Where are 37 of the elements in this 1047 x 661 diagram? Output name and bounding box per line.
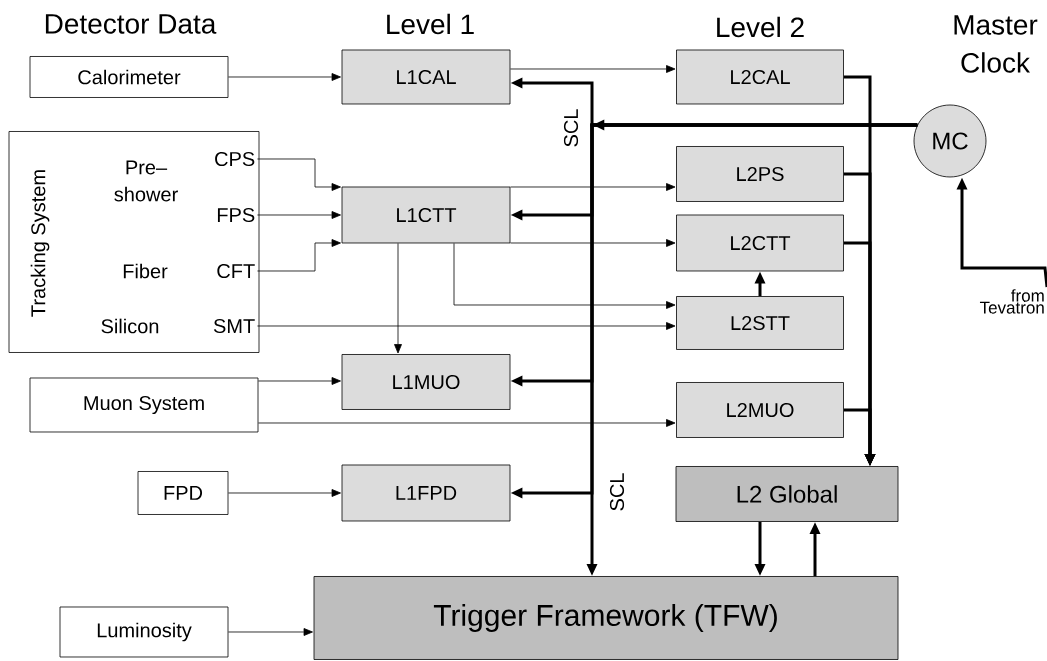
channel-label: FPS (217, 207, 255, 223)
bus-label: SCL (609, 473, 625, 511)
trigger-box: L2MUO (676, 382, 844, 438)
arrow (257, 158, 341, 191)
trigger-box: L1CTT (341, 186, 511, 244)
trigger-box: L1FPD (341, 464, 511, 522)
detector-box: FPD (137, 471, 229, 515)
trigger-box: L1CAL (341, 49, 511, 105)
detector-box: Calorimeter (29, 56, 229, 98)
arrow (258, 377, 341, 385)
source-label: from Tevatron (979, 289, 1044, 314)
arrow (228, 489, 341, 497)
arrow (257, 239, 341, 272)
global-box: L2 Global (675, 466, 899, 522)
arrow (510, 239, 676, 247)
arrow (228, 73, 341, 81)
arrow (510, 65, 676, 73)
arrow (394, 243, 402, 354)
channel-label: CFT (217, 263, 255, 279)
arrow (453, 243, 676, 309)
channel-label: SMT (213, 318, 255, 334)
arrow (257, 211, 341, 219)
trigger-box: L1MUO (341, 354, 511, 410)
bus-label: SCL (563, 109, 579, 147)
channel-label: CPS (215, 151, 255, 167)
column-heading: Master Clock (954, 15, 1038, 73)
arrow (257, 322, 676, 330)
framework-box: Trigger Framework (TFW) (313, 576, 899, 660)
trigger-box: L2CTT (676, 214, 844, 272)
detector-box: Muon System (29, 377, 259, 433)
trigger-box: L2CAL (676, 49, 844, 105)
trigger-box: L2PS (676, 146, 844, 202)
arrow (258, 419, 676, 427)
arrow (228, 628, 313, 636)
detector-box: Luminosity (59, 606, 229, 658)
arrow (510, 183, 676, 191)
trigger-box: L2STT (676, 296, 844, 350)
